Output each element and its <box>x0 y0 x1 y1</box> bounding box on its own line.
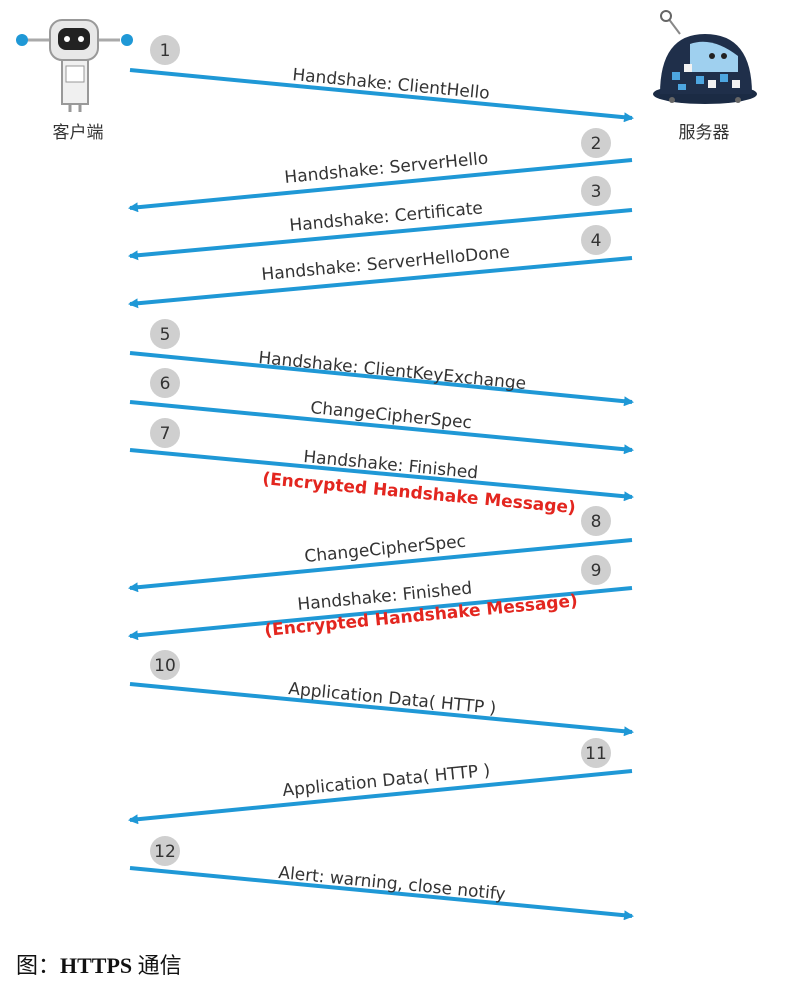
message-label: Handshake: ClientHello <box>292 65 491 104</box>
message-arrow <box>129 351 634 407</box>
figure-caption: 图：HTTPS 通信 <box>16 953 182 978</box>
step-badge <box>150 319 180 349</box>
step-number: 7 <box>160 424 171 444</box>
step-badge <box>150 836 180 866</box>
caption-prefix: 图： <box>16 953 60 978</box>
step-badge <box>150 368 180 398</box>
step-number: 6 <box>160 374 171 394</box>
step-number: 5 <box>160 325 171 345</box>
step-badge <box>581 176 611 206</box>
step-badge <box>581 225 611 255</box>
step-number: 10 <box>154 656 176 676</box>
message-arrow <box>128 538 633 593</box>
message-arrow <box>128 158 633 213</box>
message-arrow <box>129 682 634 737</box>
step-number: 4 <box>591 231 602 251</box>
step-number: 8 <box>591 512 602 532</box>
step-number: 12 <box>154 842 176 862</box>
step-badge <box>150 650 180 680</box>
step-number: 11 <box>585 744 607 764</box>
message-label: Alert: warning, close notify <box>278 863 507 905</box>
message-label: Application Data( HTTP ) <box>288 679 498 719</box>
message-arrow <box>128 208 633 261</box>
message-arrow <box>128 256 633 309</box>
server-icon <box>653 10 757 104</box>
step-badge <box>150 35 180 65</box>
caption-suffix: 通信 <box>132 953 182 978</box>
step-badge <box>581 506 611 536</box>
robot-icon <box>16 19 133 112</box>
message-arrow <box>129 448 634 502</box>
step-badge <box>150 418 180 448</box>
step-number: 1 <box>160 41 171 61</box>
client-label: 客户端 <box>53 123 104 143</box>
message-label: Handshake: ClientKeyExchange <box>258 348 527 394</box>
message-arrow <box>128 769 633 825</box>
caption-strong: HTTPS <box>60 953 132 978</box>
step-number: 9 <box>591 561 602 581</box>
message-arrow <box>129 68 634 123</box>
message-arrow <box>128 586 633 641</box>
message-label: Handshake: Certificate <box>289 198 484 236</box>
step-badge <box>581 128 611 158</box>
step-number: 3 <box>591 182 602 202</box>
step-number: 2 <box>591 134 602 154</box>
server-label: 服务器 <box>679 123 730 143</box>
message-arrow <box>129 400 634 455</box>
message-arrow <box>129 866 634 921</box>
step-badge <box>581 555 611 585</box>
step-badge <box>581 738 611 768</box>
